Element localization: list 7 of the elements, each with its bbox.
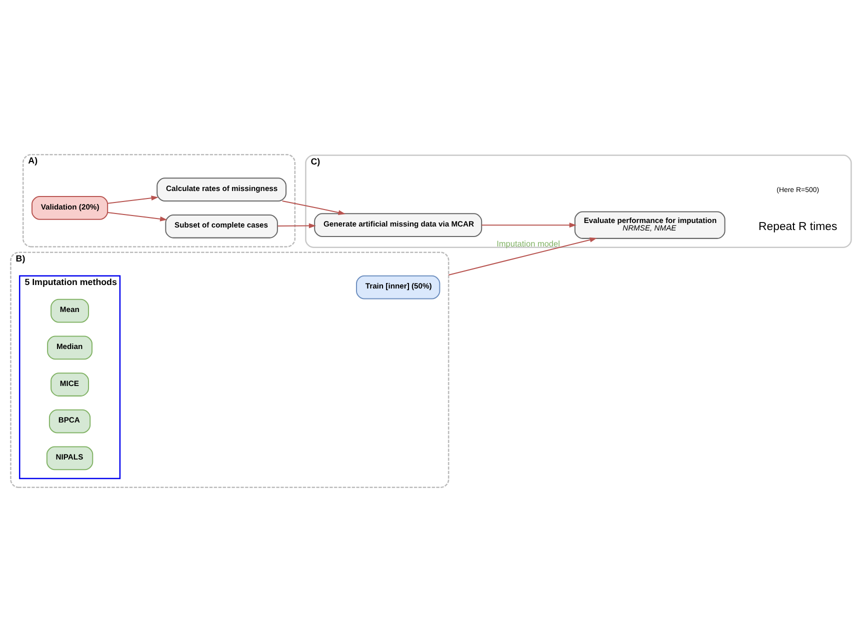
arrow [282,200,346,214]
arrow [108,212,168,221]
arrow [482,222,576,228]
node-label: Repeat R times [758,220,838,232]
arrow [108,195,158,204]
arrow [448,236,597,275]
arrow [278,222,316,228]
